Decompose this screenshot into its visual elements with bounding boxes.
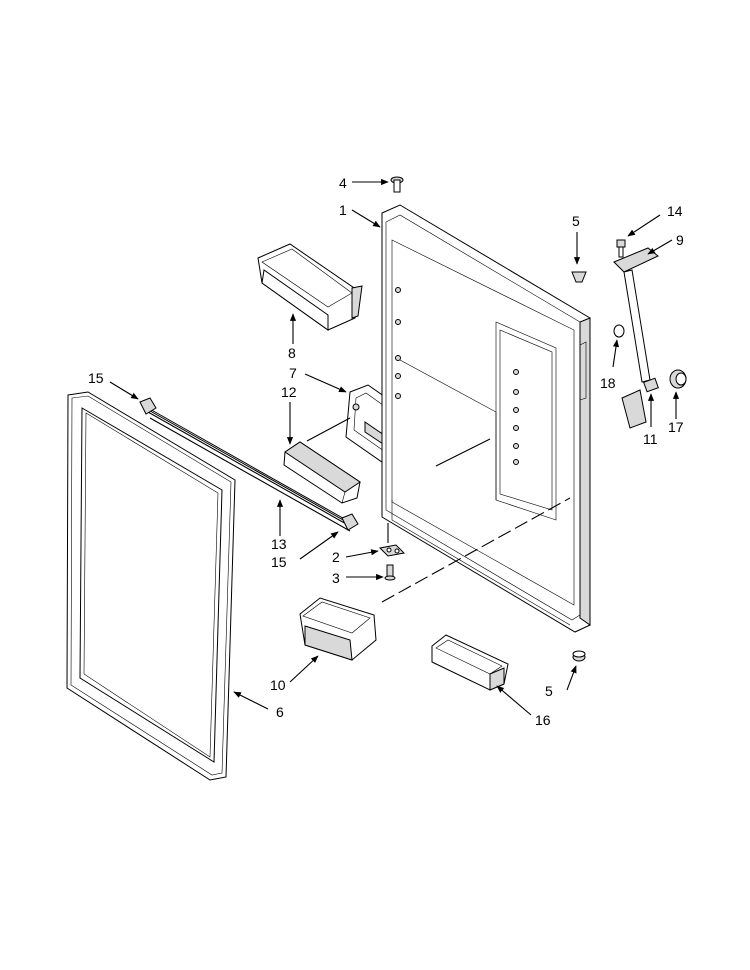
dairy-bin <box>431 634 509 691</box>
callout-3: 3 <box>332 570 340 586</box>
assembly-lines <box>306 417 571 603</box>
callout-2: 2 <box>332 549 340 565</box>
callout-4: 4 <box>339 175 347 191</box>
callout-1: 1 <box>339 202 347 218</box>
mounting-screw <box>384 564 396 581</box>
door-assembly <box>381 204 591 633</box>
callout-15-top: 15 <box>88 370 104 386</box>
rail-end-cap-bottom <box>341 513 359 531</box>
callout-11: 11 <box>643 431 658 447</box>
callout-9: 9 <box>676 232 684 248</box>
hinge-pin-top <box>390 176 404 193</box>
door-shelf-notches <box>395 287 519 465</box>
hinge-screw <box>616 239 626 258</box>
callout-7: 7 <box>289 365 297 381</box>
hinge-bushing-top <box>571 271 587 283</box>
hinge-strap <box>613 247 659 429</box>
callout-12: 12 <box>281 384 297 400</box>
callout-16: 16 <box>535 712 551 728</box>
hinge-plug <box>613 324 625 338</box>
door-bin-upper <box>257 243 363 331</box>
callout-8: 8 <box>288 345 296 361</box>
door-gasket <box>66 391 236 781</box>
door-bin-lower <box>299 597 377 661</box>
callout-15-bottom: 15 <box>271 554 287 570</box>
callout-10: 10 <box>270 677 286 693</box>
rail-end-cap-top <box>139 397 157 415</box>
callout-18: 18 <box>600 375 616 391</box>
handle-stud <box>643 377 659 393</box>
callout-14: 14 <box>667 203 683 219</box>
callout-6: 6 <box>276 704 284 720</box>
hinge-bracket <box>378 544 406 557</box>
dispenser-cover <box>283 441 361 504</box>
hinge-bushing-bottom <box>572 650 586 662</box>
callout-5-bottom: 5 <box>545 683 553 699</box>
handle-cap <box>669 369 687 389</box>
callout-labels: 1 2 3 4 5 5 6 7 8 9 10 11 12 13 14 15 15… <box>88 175 684 728</box>
callout-arrows <box>109 178 680 716</box>
callout-13: 13 <box>271 536 287 552</box>
callout-17: 17 <box>668 419 684 435</box>
callout-5-top: 5 <box>572 213 580 229</box>
